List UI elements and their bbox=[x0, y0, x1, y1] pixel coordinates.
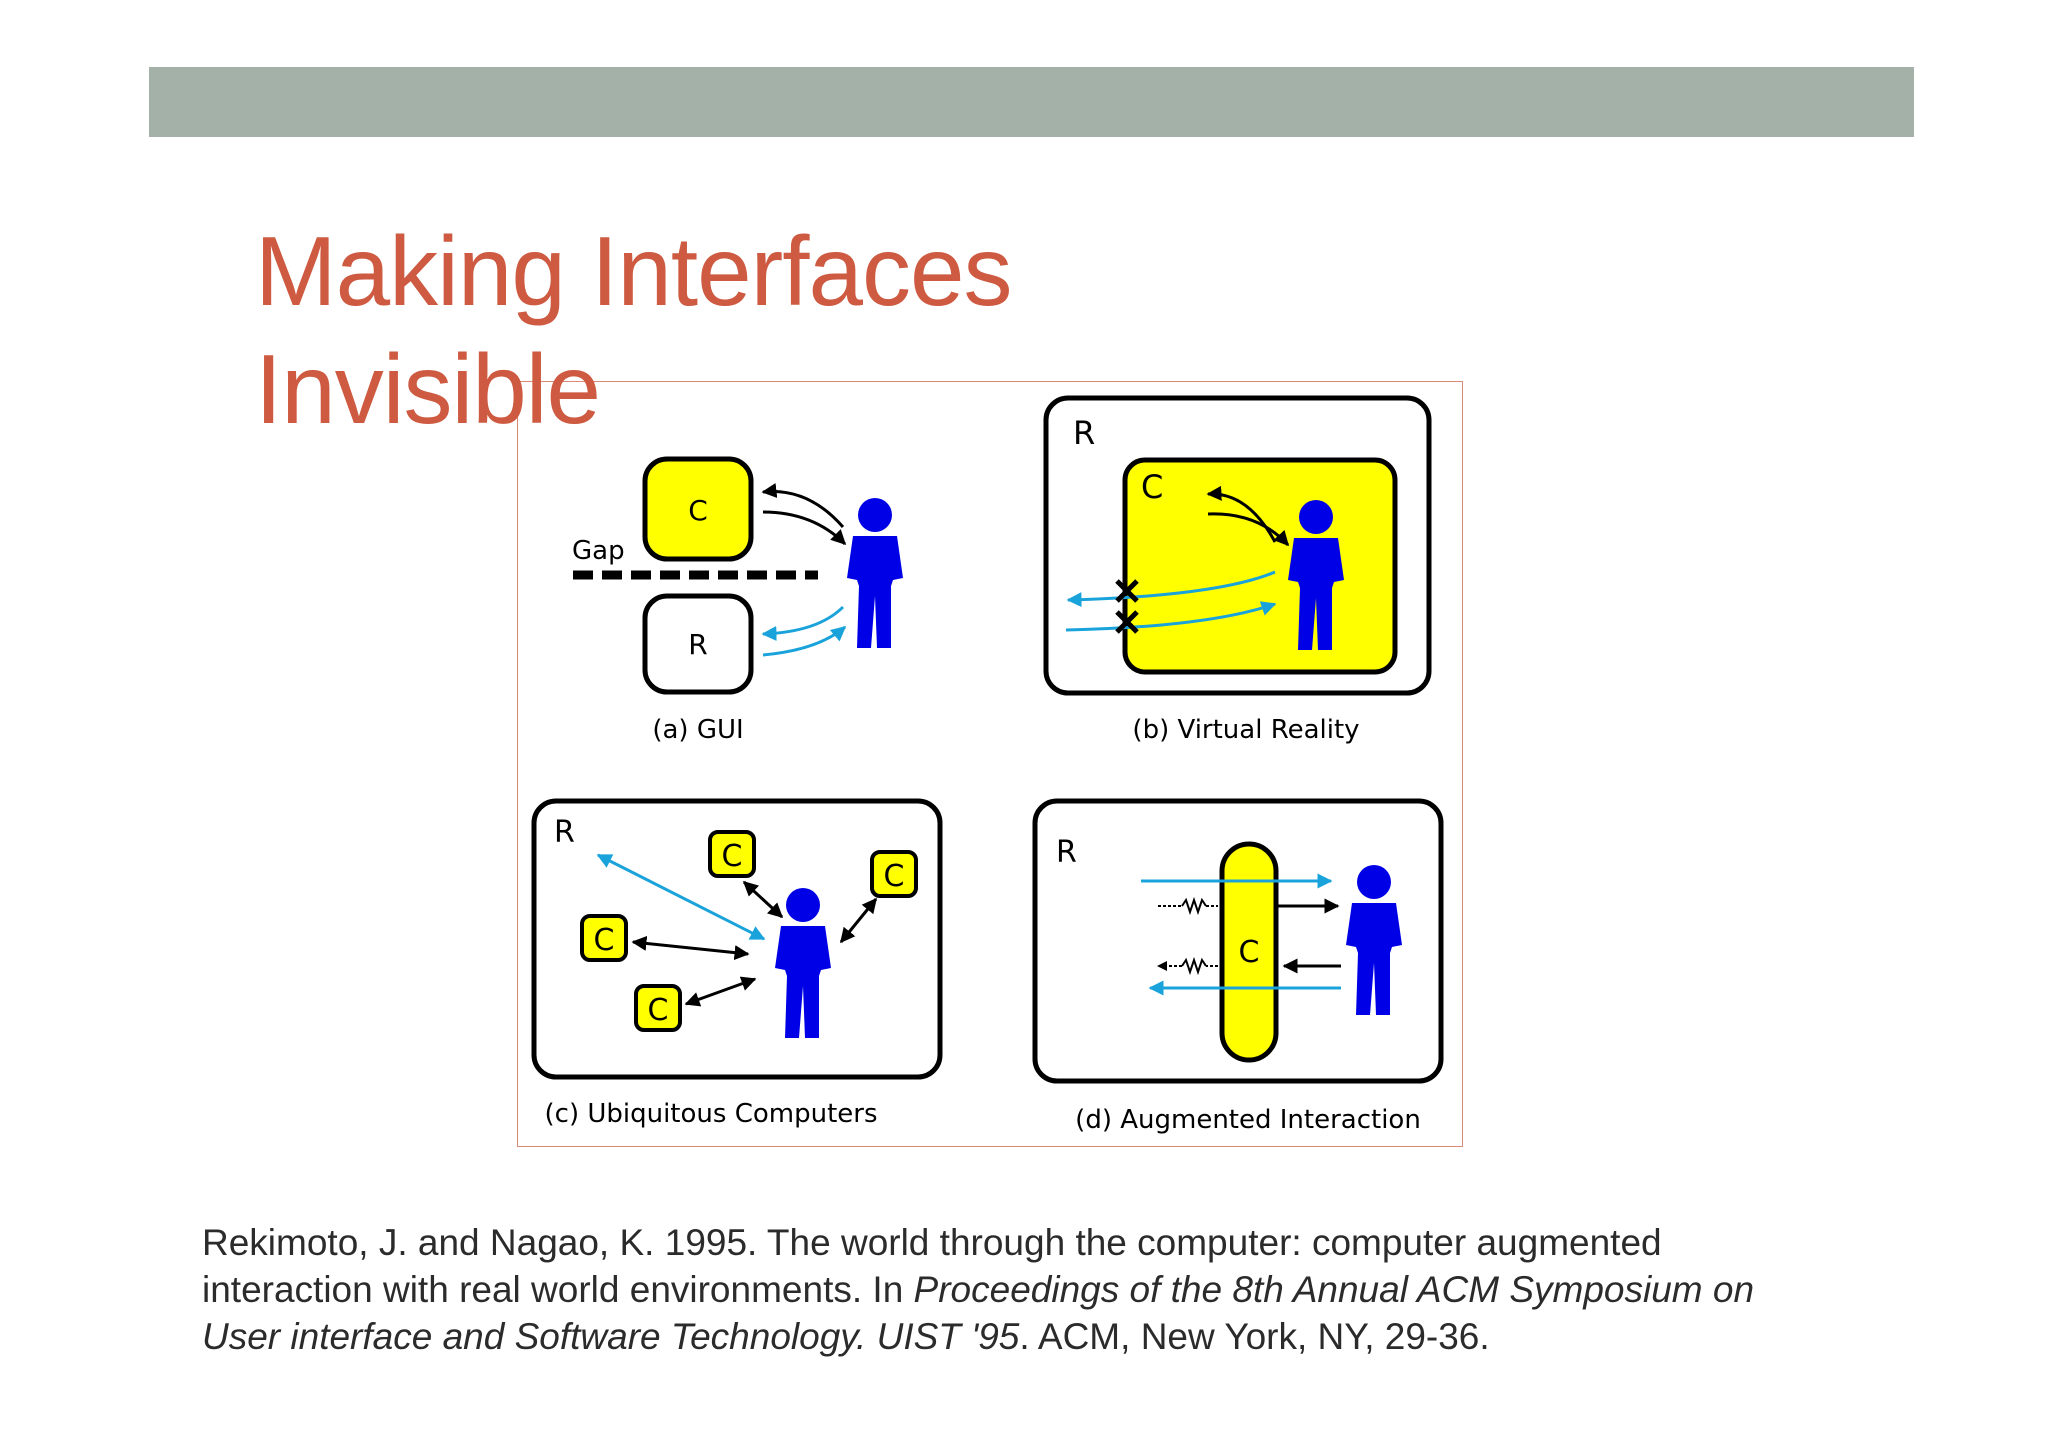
panel-b-cyan-arrow-out bbox=[1066, 570, 1276, 608]
citation-line2-italic: Proceedings of the 8th Annual ACM Sympos… bbox=[913, 1269, 1755, 1310]
svg-text:C: C bbox=[884, 859, 905, 894]
panel-c-arrow-top bbox=[742, 880, 784, 919]
panel-b-real-label: R bbox=[1073, 414, 1095, 452]
citation-line2-plain: interaction with real world environments… bbox=[202, 1269, 914, 1310]
panel-c-arrow-right bbox=[839, 897, 878, 944]
panel-a-gap-label: Gap bbox=[572, 536, 625, 566]
panel-b-computer-label: C bbox=[1141, 468, 1163, 506]
slide-title: Making Interfaces Invisible bbox=[255, 212, 1355, 448]
slide-title-line1: Making Interfaces bbox=[255, 216, 1012, 326]
figure-svg: C R Gap (a) GUI R C bbox=[531, 395, 1444, 1135]
panel-a-real-label: R bbox=[688, 628, 707, 661]
panel-d-computer-label: C bbox=[1239, 935, 1260, 970]
svg-text:C: C bbox=[722, 839, 743, 874]
panel-b-cyan-arrow-in bbox=[1065, 601, 1277, 632]
panel-b-arrow-to-computer bbox=[1206, 485, 1277, 543]
panel-c-cyan-arrow-real bbox=[596, 853, 766, 941]
panel-b-arrow-to-person bbox=[1207, 512, 1290, 547]
panel-c-computer-right: C bbox=[870, 850, 918, 898]
citation-line3-plain: . ACM, New York, NY, 29-36. bbox=[1019, 1316, 1490, 1357]
panel-c-computer-left: C bbox=[580, 914, 628, 962]
panel-c-real-label: R bbox=[554, 815, 575, 850]
svg-text:C: C bbox=[648, 993, 669, 1028]
panel-b-computer-world bbox=[1122, 457, 1398, 675]
panel-a-computer-box bbox=[642, 456, 754, 562]
panel-c-computer-top: C bbox=[708, 830, 756, 878]
panel-d-computer-bar bbox=[1219, 841, 1279, 1063]
panel-a-arrow-to-computer bbox=[761, 483, 845, 528]
interaction-styles-figure: C R Gap (a) GUI R C bbox=[517, 381, 1463, 1147]
citation-line2: interaction with real world environments… bbox=[202, 1266, 1902, 1313]
panel-d-augmented-interaction: R C (d) Augmented Interaction bbox=[1032, 798, 1444, 1135]
panel-d-signal-in bbox=[1158, 896, 1218, 916]
citation-line1: Rekimoto, J. and Nagao, K. 1995. The wor… bbox=[202, 1222, 1662, 1263]
panel-a-caption: (a) GUI bbox=[652, 715, 743, 745]
panel-a-cyan-arrow-to-person bbox=[762, 625, 847, 657]
panel-a-computer-label: C bbox=[688, 494, 708, 527]
panel-a-person-icon bbox=[847, 498, 903, 648]
panel-d-signal-out bbox=[1157, 956, 1218, 976]
citation: Rekimoto, J. and Nagao, K. 1995. The wor… bbox=[202, 1219, 1902, 1360]
citation-line3: User interface and Software Technology. … bbox=[202, 1313, 1902, 1360]
citation-line3-italic: User interface and Software Technology. … bbox=[202, 1316, 1020, 1357]
panel-a-arrow-to-person bbox=[762, 510, 847, 546]
panel-d-real-label: R bbox=[1056, 835, 1077, 870]
panel-d-caption: (d) Augmented Interaction bbox=[1075, 1105, 1421, 1135]
panel-c-ubiquitous-computers: R C C C C (c) Ubiquitous bbox=[531, 798, 943, 1129]
panel-a-gui: C R Gap (a) GUI bbox=[572, 456, 903, 745]
panel-a-real-box bbox=[642, 593, 754, 695]
panel-a-cyan-arrow-to-real bbox=[761, 605, 845, 642]
slide-title-line2: Invisible bbox=[255, 334, 601, 444]
panel-b-virtual-reality: R C (b) Virtual Reality bbox=[1043, 395, 1432, 745]
panel-c-arrow-bottom bbox=[684, 976, 757, 1007]
panel-c-computer-bottom: C bbox=[634, 984, 682, 1032]
panel-c-arrow-left bbox=[631, 935, 750, 961]
svg-text:C: C bbox=[594, 923, 615, 958]
header-bar bbox=[149, 67, 1914, 137]
panel-b-caption: (b) Virtual Reality bbox=[1132, 715, 1359, 745]
panel-c-caption: (c) Ubiquitous Computers bbox=[545, 1099, 878, 1129]
panel-b-blocked-marks bbox=[1115, 579, 1139, 634]
